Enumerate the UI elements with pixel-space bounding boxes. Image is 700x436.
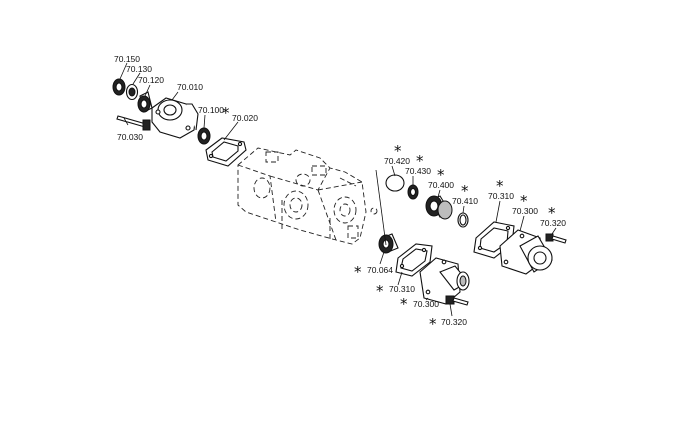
label-70310-lower: 70.310 [389,284,415,294]
label-70130: 70.130 [126,64,152,74]
label-70410: 70.410 [452,196,478,206]
leader-lines [119,62,557,317]
star-70430: * [416,152,424,170]
label-70120: 70.120 [138,75,164,85]
shim-70420 [385,174,405,192]
star-70320-lower: * [429,315,437,333]
cover-70010 [151,97,199,139]
bushing-70064 [378,233,399,254]
seal-70100 [197,127,211,145]
snap-ring-70410 [457,212,469,228]
label-70400: 70.400 [428,180,454,190]
star-70410: * [461,182,469,200]
label-70100: 70.100 [198,105,224,115]
star-70420: * [394,142,402,160]
bushing-70120 [137,91,153,113]
gasket-70310-lower [395,243,433,277]
cover-70300-right [499,229,553,275]
star-70300-lower: * [400,295,408,313]
label-70020: 70.020 [232,113,258,123]
gearbox-housing-outline [237,147,378,245]
star-70400: * [437,166,445,184]
bolt-70030 [116,115,151,131]
label-70320-right: 70.320 [540,218,566,228]
bolt-70320-right [545,233,567,244]
star-70310-lower: * [376,282,384,300]
label-70320-lower: 70.320 [441,317,467,327]
star-70064: * [354,263,362,281]
label-70010: 70.010 [177,82,203,92]
cover-70300-lower [419,257,470,305]
label-70300-right: 70.300 [512,206,538,216]
label-70420: 70.420 [384,156,410,166]
label-70310-right: 70.310 [488,191,514,201]
label-70430: 70.430 [405,166,431,176]
bearing-70150 [112,78,126,96]
gasket-70020 [205,137,247,167]
bearing-70400 [425,195,453,220]
label-70300-lower: 70.300 [413,299,439,309]
star-70310-right: * [496,177,504,195]
seal-ring-70130 [125,83,139,101]
part-labels: 70.150 70.130 70.120 70.010 70.100 * 70.… [114,54,566,333]
star-70300-right: * [520,192,528,210]
oring-70430 [407,184,419,200]
bolt-70320-lower [445,295,469,306]
label-70150: 70.150 [114,54,140,64]
star-70100: * [222,104,230,122]
star-70320-right: * [548,204,556,222]
label-70030: 70.030 [117,132,143,142]
label-70064: 70.064 [367,265,393,275]
